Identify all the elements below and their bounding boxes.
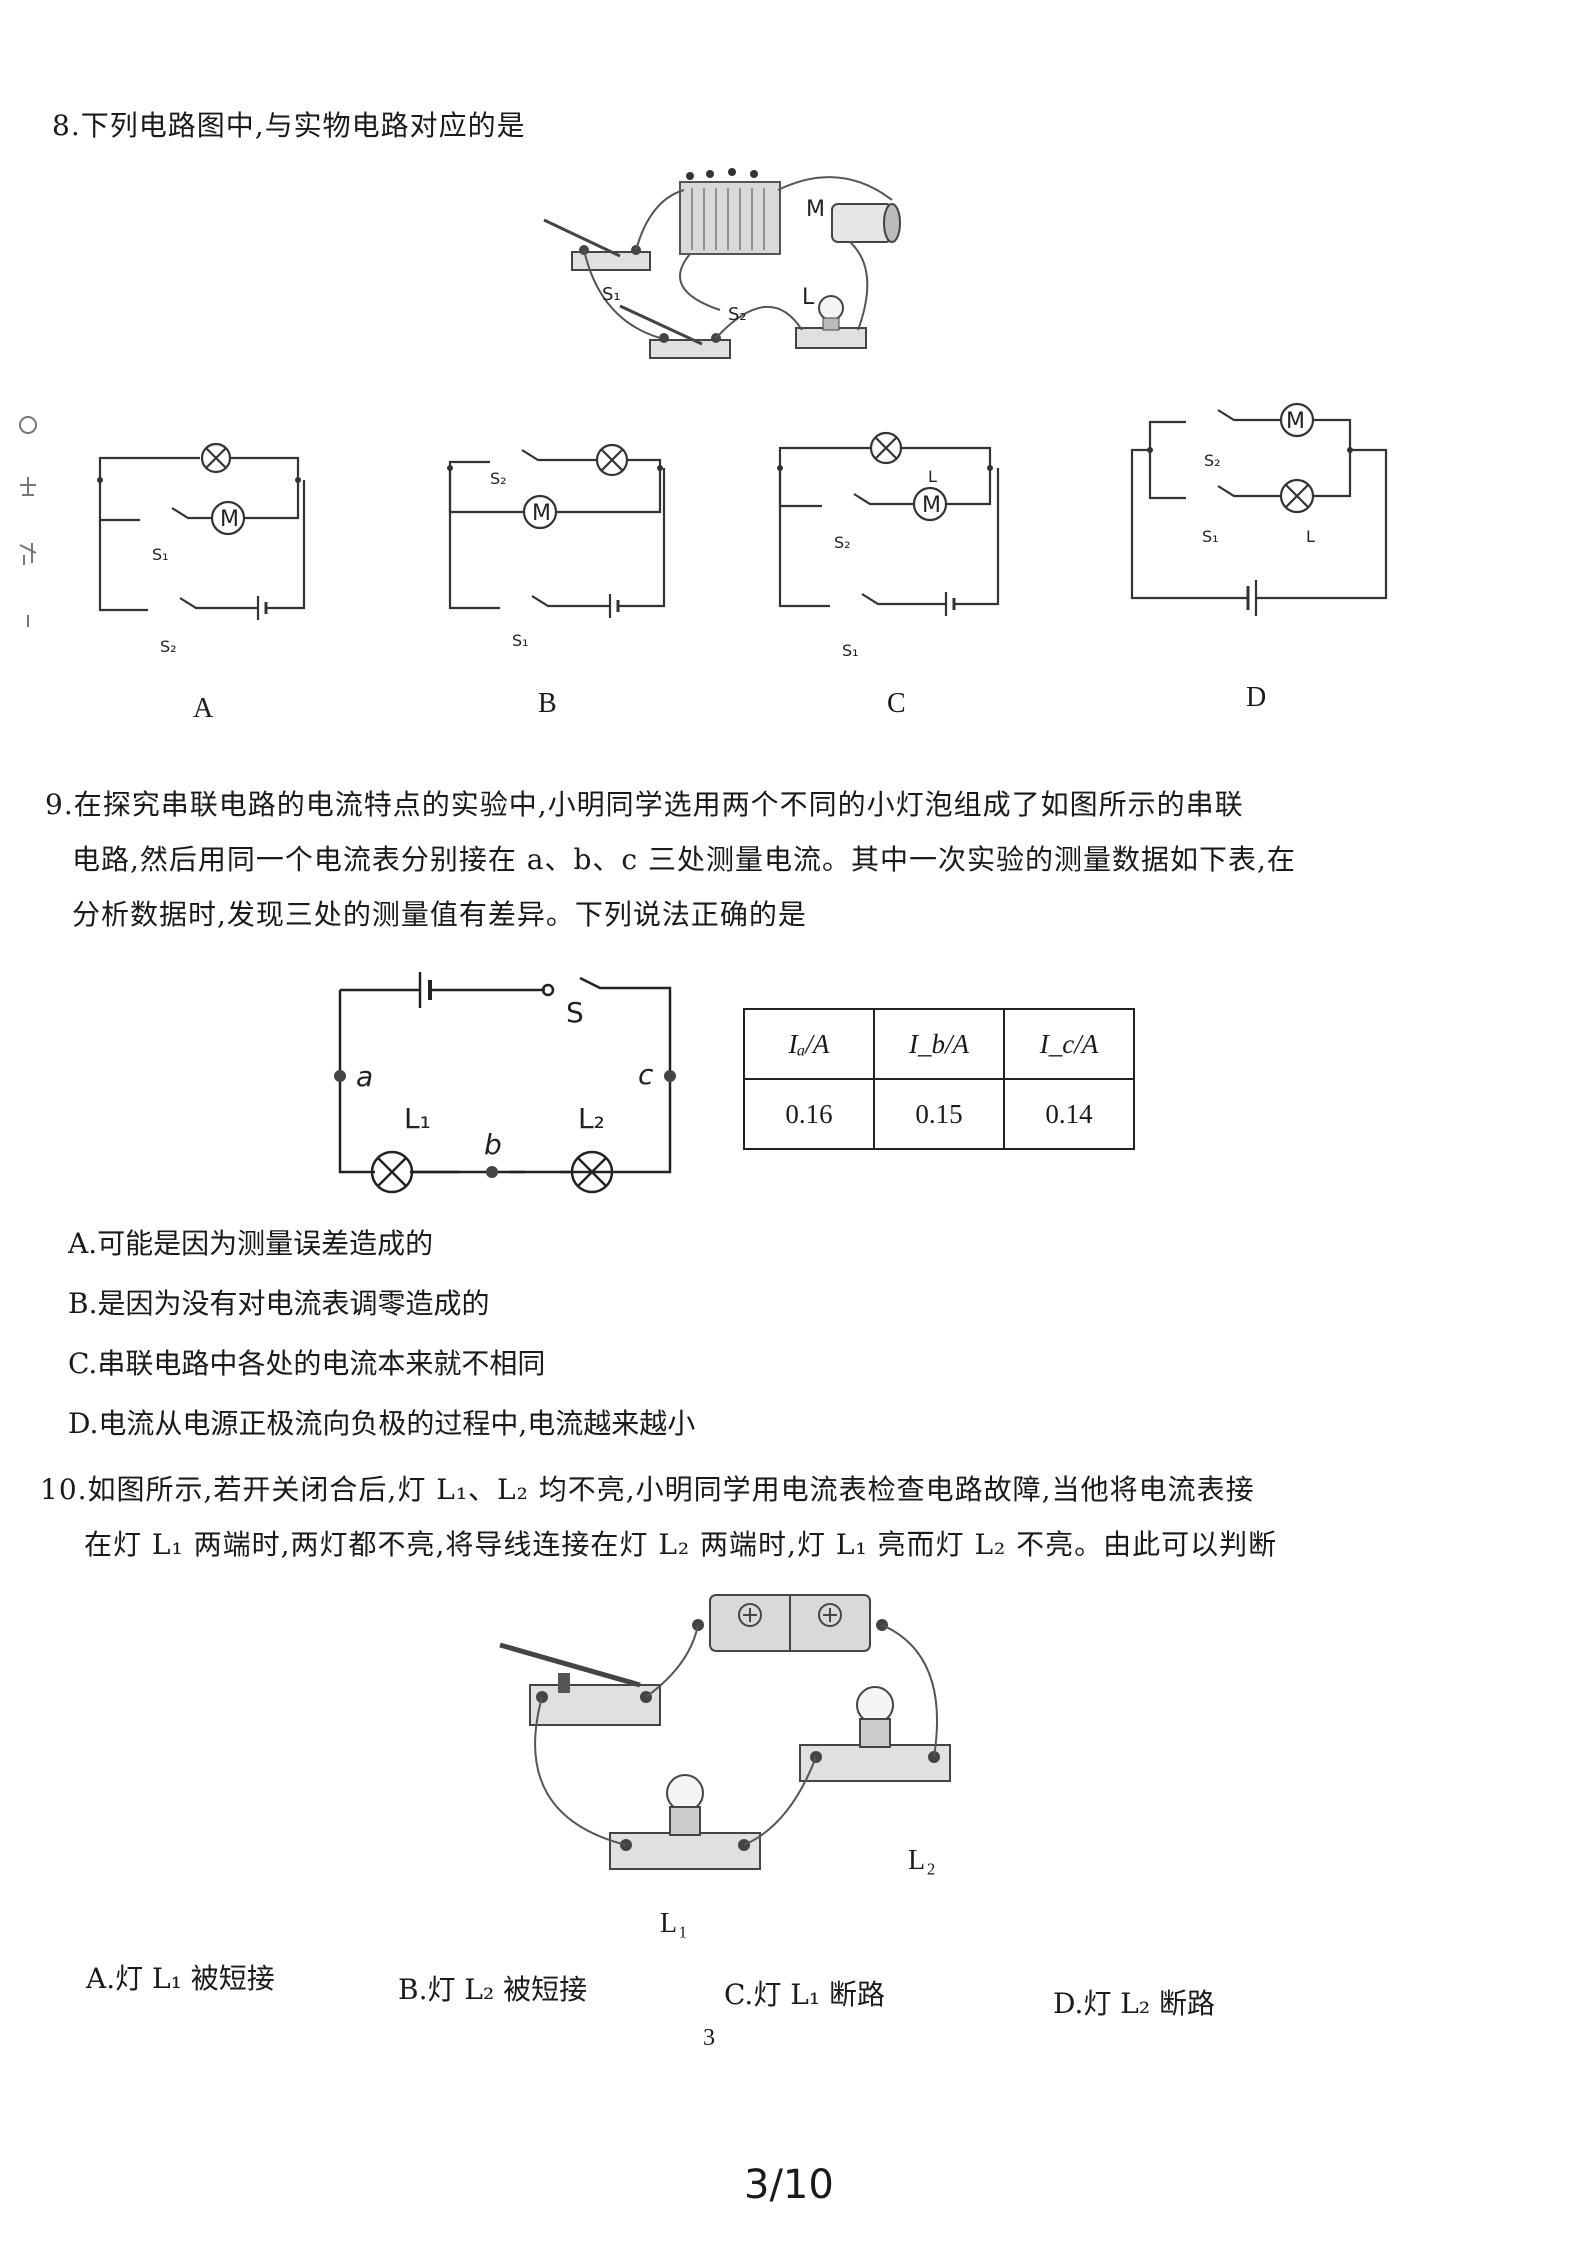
q10-stem-line-2: 在灯 L₁ 两端时,两灯都不亮,将导线连接在灯 L₂ 两端时,灯 L₁ 亮而灯 … — [84, 1528, 1278, 1561]
q8-option-d-s-bottom: S₁ — [1202, 527, 1219, 546]
page-number: 3 — [703, 2025, 715, 2051]
q8-photo-label-s1: S₁ — [602, 284, 621, 305]
q8-option-c-motor: M — [922, 493, 941, 518]
q8-option-b-letter[interactable]: B — [538, 688, 557, 719]
q8-stem: 8.下列电路图中,与实物电路对应的是 — [52, 109, 526, 142]
page-indicator: 3/10 — [744, 2162, 834, 2208]
q9-option-d[interactable]: D.电流从电源正极流向负极的过程中,电流越来越小 — [68, 1407, 696, 1440]
q9-option-c[interactable]: C.串联电路中各处的电流本来就不相同 — [68, 1347, 546, 1380]
table-header-ib: I_b/A — [909, 1028, 969, 1059]
table-cell-ia: 0.16 — [743, 1078, 875, 1150]
q8-option-a-letter[interactable]: A — [193, 693, 214, 724]
q8-photo-label-s2: S₂ — [728, 304, 747, 325]
q8-option-b-diagram: M S₂ S₁ — [447, 443, 666, 650]
q10-photo-label-l2: L₂ — [908, 1845, 937, 1876]
q10-photo-label-l1: L₁ — [660, 1908, 689, 1939]
q10-option-c[interactable]: C.灯 L₁ 断路 — [724, 1978, 885, 2011]
q9-stem-line-3: 分析数据时,发现三处的测量值有差异。下列说法正确的是 — [72, 898, 807, 931]
table-header-cell: I_b/A — [873, 1008, 1005, 1080]
q8-option-b-motor: M — [532, 501, 551, 526]
q9-label-c: c — [638, 1058, 654, 1091]
q10-option-b[interactable]: B.灯 L₂ 被短接 — [398, 1973, 588, 2006]
q9-label-l1: L₁ — [404, 1102, 431, 1135]
q8-option-d-s-top: S₂ — [1204, 451, 1221, 470]
q8-option-b-s-bottom: S₁ — [512, 631, 529, 650]
q9-circuit-diagram: S a c b L₁ L₂ — [334, 972, 676, 1194]
q8-option-a-diagram: M S₁ S₂ — [97, 442, 306, 656]
q10-photo-circuit — [499, 1594, 951, 1870]
table-cell-ib: 0.15 — [873, 1078, 1005, 1150]
table-header-ia: Iₐ/A — [788, 1028, 830, 1059]
q8-option-c-s-top: S₂ — [834, 533, 851, 552]
q9-label-b: b — [484, 1128, 502, 1161]
q8-option-c-letter[interactable]: C — [887, 688, 906, 719]
q10-stem-line-1: 10.如图所示,若开关闭合后,灯 L₁、L₂ 均不亮,小明同学用电流表检查电路故… — [40, 1473, 1255, 1506]
table-row: 0.16 0.15 0.14 — [743, 1078, 1135, 1150]
table-header-cell: Iₐ/A — [743, 1008, 875, 1080]
q8-option-c-s-bottom: S₁ — [842, 641, 859, 660]
q8-option-a-motor: M — [220, 507, 239, 532]
q8-option-c-diagram: M L S₂ S₁ — [777, 431, 1000, 660]
q8-photo-circuit: M S₁ S₂ L — [543, 168, 901, 359]
q9-option-a[interactable]: A.可能是因为测量误差造成的 — [68, 1227, 434, 1260]
q8-photo-label-l: L — [802, 285, 815, 310]
q8-option-d-diagram: M S₂ S₁ L — [1130, 402, 1388, 616]
table-header-ic: I_c/A — [1039, 1028, 1099, 1059]
q8-photo-label-m: M — [806, 197, 825, 222]
margin-marks — [14, 415, 44, 645]
q8-option-c-l: L — [928, 467, 937, 486]
q9-label-s: S — [566, 996, 584, 1029]
q8-option-d-motor: M — [1286, 409, 1305, 434]
q10-option-d[interactable]: D.灯 L₂ 断路 — [1053, 1987, 1215, 2020]
q9-option-b[interactable]: B.是因为没有对电流表调零造成的 — [68, 1287, 490, 1320]
q8-option-b-s-top: S₂ — [490, 469, 507, 488]
q9-label-l2: L₂ — [578, 1102, 605, 1135]
table-cell-ic: 0.14 — [1003, 1078, 1135, 1150]
q8-option-a-s-top: S₁ — [152, 545, 169, 564]
q10-option-a[interactable]: A.灯 L₁ 被短接 — [86, 1962, 275, 1995]
table-row: Iₐ/A I_b/A I_c/A — [743, 1008, 1135, 1080]
table-header-cell: I_c/A — [1003, 1008, 1135, 1080]
q9-stem-line-1: 9.在探究串联电路的电流特点的实验中,小明同学选用两个不同的小灯泡组成了如图所示… — [45, 788, 1244, 821]
q9-label-a: a — [356, 1060, 373, 1093]
q8-option-d-l: L — [1306, 527, 1315, 546]
q8-option-d-letter[interactable]: D — [1246, 682, 1267, 713]
q9-stem-line-2: 电路,然后用同一个电流表分别接在 a、b、c 三处测量电流。其中一次实验的测量数… — [72, 843, 1296, 876]
q9-data-table: Iₐ/A I_b/A I_c/A 0.16 0.15 0.14 — [743, 1008, 1135, 1150]
q8-option-a-s-bottom: S₂ — [160, 637, 177, 656]
